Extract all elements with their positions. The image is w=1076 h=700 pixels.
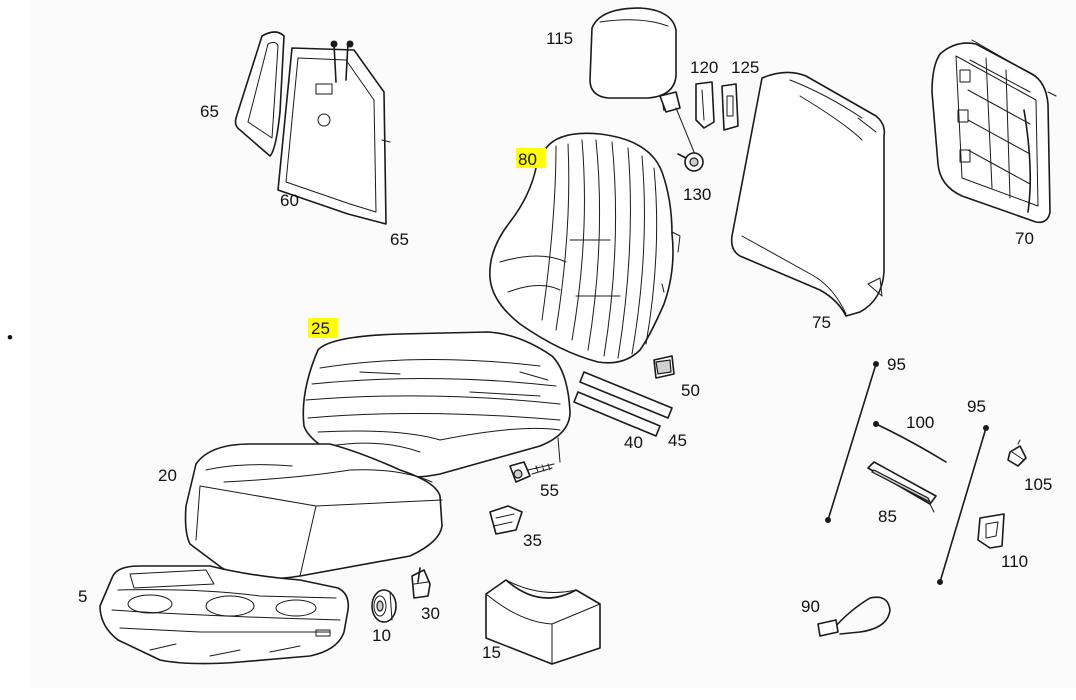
screw-55-part — [509, 461, 555, 483]
label-75: 75 — [812, 313, 831, 332]
headrest-guide-parts — [695, 81, 739, 131]
rod-100-part — [873, 421, 947, 463]
bracket-30-part — [411, 567, 431, 599]
foam-wedge-15-part — [485, 579, 601, 665]
clip-35-part — [489, 505, 523, 535]
label-125: 125 — [731, 58, 759, 77]
clip-105-part — [1007, 439, 1027, 467]
label-10: 10 — [372, 626, 391, 645]
seat-frame-5-part — [99, 565, 350, 665]
seat-cushion-25-part — [302, 331, 571, 478]
highlight-80 — [516, 148, 546, 168]
backrest-shell-75-part — [730, 71, 886, 317]
roller-10-part — [371, 589, 397, 623]
label-20: 20 — [158, 466, 177, 485]
label-110: 110 — [1001, 552, 1028, 571]
guide-85-part — [867, 461, 937, 513]
label-25: 25 — [311, 319, 330, 338]
headrest-part — [589, 7, 695, 153]
label-120: 120 — [690, 58, 718, 77]
label-45: 45 — [668, 431, 687, 450]
label-50: 50 — [681, 381, 700, 400]
label-65-bottom: 65 — [390, 230, 409, 249]
label-70: 70 — [1015, 229, 1034, 248]
cables-95-part — [825, 361, 989, 585]
label-105: 105 — [1024, 475, 1052, 494]
label-95-left: 95 — [887, 355, 906, 374]
seat-base-20-part — [184, 443, 443, 580]
label-130: 130 — [683, 185, 711, 204]
strips-40-45-part — [573, 371, 673, 437]
label-60: 60 — [280, 191, 299, 210]
label-95-right: 95 — [967, 397, 986, 416]
highlight-25 — [308, 318, 338, 338]
clip-50-part — [653, 355, 675, 379]
label-100: 100 — [906, 413, 934, 432]
label-35: 35 — [523, 531, 542, 550]
label-30: 30 — [421, 604, 440, 623]
label-115: 115 — [546, 29, 573, 48]
screw-130-part — [677, 152, 704, 172]
label-40: 40 — [624, 433, 643, 452]
label-5: 5 — [78, 587, 87, 606]
label-55: 55 — [540, 481, 559, 500]
label-15: 15 — [482, 643, 501, 662]
label-90: 90 — [801, 597, 820, 616]
label-80: 80 — [518, 150, 537, 169]
backrest-frame-70-part — [931, 39, 1057, 224]
label-65-top: 65 — [200, 102, 219, 121]
bracket-110-part — [977, 513, 1005, 549]
backrest-cover-part — [489, 132, 681, 364]
backrest-panel-60-part — [234, 31, 391, 225]
cable-tie-90-part — [817, 596, 891, 637]
label-85: 85 — [878, 507, 897, 526]
list-bullet: • — [7, 328, 13, 347]
